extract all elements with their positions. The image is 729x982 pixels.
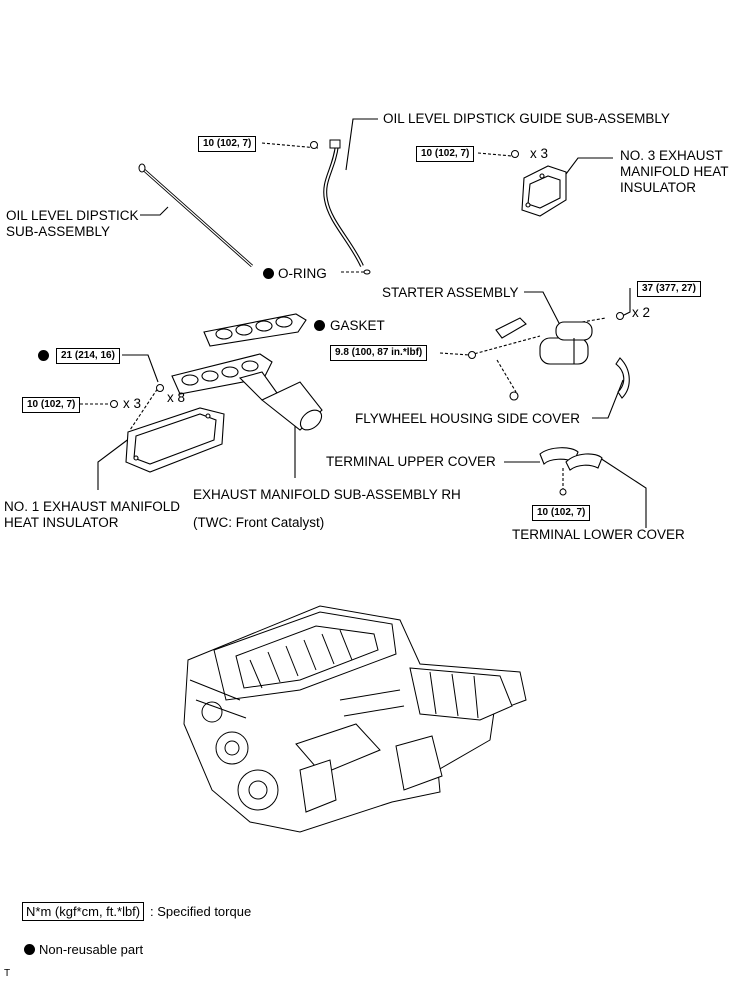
oil-level-dipstick-guide bbox=[323, 139, 364, 267]
dash-starter bbox=[469, 335, 541, 356]
legend-nonreusable-text: Non-reusable part bbox=[39, 942, 144, 957]
label-no3-line3: INSULATOR bbox=[620, 180, 697, 195]
leader-terminal-lower bbox=[599, 457, 647, 528]
no3-heat-insulator bbox=[521, 165, 567, 217]
o-ring-part bbox=[363, 269, 371, 275]
label-starter: STARTER ASSEMBLY bbox=[382, 285, 519, 300]
exhaust-manifold-part bbox=[171, 353, 323, 431]
leader-no3 bbox=[559, 157, 613, 183]
label-exhaust-manifold: EXHAUST MANIFOLD SUB-ASSEMBLY RH bbox=[193, 487, 461, 502]
oil-level-dipstick bbox=[138, 163, 253, 268]
qty-manifold: x 8 bbox=[167, 390, 186, 405]
starter-part bbox=[495, 317, 593, 401]
label-twc: (TWC: Front Catalyst) bbox=[193, 515, 325, 530]
label-terminal-lower: TERMINAL LOWER COVER bbox=[512, 527, 685, 542]
dash-no3 bbox=[477, 152, 513, 157]
torque-no3-bolt: 10 (102, 7) bbox=[416, 146, 475, 162]
torque-starter-nut: 9.8 (100, 87 in.*lbf) bbox=[330, 345, 428, 361]
leader-manifold-nut bbox=[122, 354, 159, 383]
exploded-parts-diagram bbox=[80, 118, 647, 833]
label-gasket: GASKET bbox=[330, 318, 385, 333]
no1-heat-insulator bbox=[125, 407, 225, 473]
dash-manifold bbox=[129, 384, 161, 431]
label-terminal-upper: TERMINAL UPPER COVER bbox=[326, 454, 496, 469]
torque-guide-bolt: 10 (102, 7) bbox=[198, 136, 257, 152]
dash-starter-lower bbox=[496, 359, 517, 393]
label-dipstick-line1: OIL LEVEL DIPSTICK bbox=[6, 208, 139, 223]
leader-dipstick bbox=[140, 206, 169, 216]
footer-mark: T bbox=[4, 968, 11, 979]
legend-nonreusable-dot bbox=[24, 944, 35, 955]
qty-no3: x 3 bbox=[530, 146, 549, 161]
leader-starter-bolt bbox=[621, 288, 631, 317]
engine-assembly-illustration bbox=[183, 605, 527, 833]
label-flywheel-cover: FLYWHEEL HOUSING SIDE COVER bbox=[355, 411, 581, 426]
legend-torque-text: : Specified torque bbox=[150, 904, 252, 919]
dash-starter-nut bbox=[439, 352, 471, 356]
nonreusable-dot-oring bbox=[263, 268, 274, 279]
torque-starter-bolt: 37 (377, 27) bbox=[637, 281, 701, 297]
flywheel-cover-part bbox=[615, 357, 630, 399]
leader-starter bbox=[524, 291, 561, 326]
legend-torque-box: N*m (kgf*cm, ft.*lbf) bbox=[22, 902, 145, 921]
label-no3-line2: MANIFOLD HEAT bbox=[620, 164, 729, 179]
torque-manifold-nut: 21 (214, 16) bbox=[56, 348, 120, 364]
label-dipstick-guide: OIL LEVEL DIPSTICK GUIDE SUB-ASSEMBLY bbox=[383, 111, 670, 126]
torque-no1-bolt: 10 (102, 7) bbox=[22, 397, 81, 413]
label-o-ring: O-RING bbox=[278, 266, 327, 281]
dash-starter-bolt bbox=[581, 317, 607, 323]
leader-dipstick-guide bbox=[345, 118, 378, 171]
label-dipstick-line2: SUB-ASSEMBLY bbox=[6, 224, 111, 239]
dash-guide bbox=[261, 142, 319, 149]
torque-terminal-bolt: 10 (102, 7) bbox=[532, 505, 591, 521]
bolt-icons bbox=[110, 141, 624, 496]
label-no1-line1: NO. 1 EXHAUST MANIFOLD bbox=[4, 499, 181, 514]
qty-no1: x 3 bbox=[123, 396, 142, 411]
qty-starter: x 2 bbox=[632, 305, 651, 320]
label-no3-line1: NO. 3 EXHAUST bbox=[620, 148, 723, 163]
nonreusable-dot-manifold-nut bbox=[38, 350, 49, 361]
label-no1-line2: HEAT INSULATOR bbox=[4, 515, 119, 530]
nonreusable-dot-gasket bbox=[314, 320, 325, 331]
gasket-part bbox=[203, 313, 307, 347]
leader-flywheel bbox=[592, 379, 624, 419]
terminal-covers-part bbox=[539, 447, 603, 471]
leader-no1 bbox=[97, 437, 131, 490]
